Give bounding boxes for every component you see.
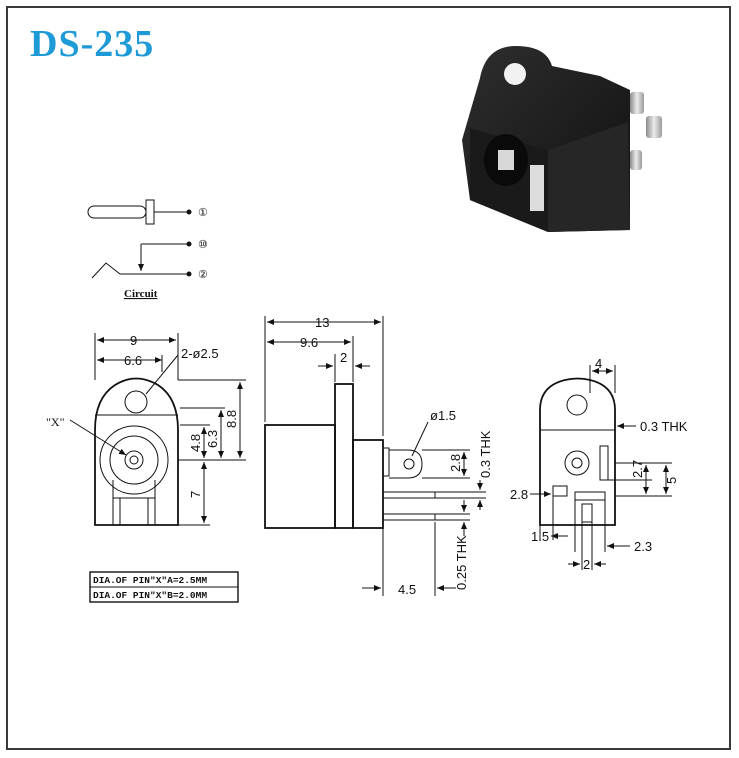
page-title: DS-235 — [30, 23, 155, 65]
dim-side-0.25-thk: 0.25 THK — [454, 535, 469, 590]
pin-table-row-b: DIA.OF PIN"X"B=2.0MM — [93, 590, 207, 601]
pin-table: DIA.OF PIN"X"A=2.5MM DIA.OF PIN"X"B=2.0M… — [89, 571, 239, 603]
product-photo — [462, 46, 662, 232]
dim-rear-2.7: 2.7 — [630, 460, 645, 478]
dim-front-6.3: 6.3 — [205, 430, 220, 448]
dim-rear-5: 5 — [664, 477, 679, 484]
terminal-top-icon — [630, 92, 644, 114]
dim-rear-0.3-thk: 0.3 THK — [640, 419, 688, 434]
dim-front-6.6: 6.6 — [124, 353, 142, 368]
front-view: 9 6.6 2-ø2.5 "X" 8.8 4.8 6.3 7 — [46, 333, 246, 526]
dim-side-13: 13 — [315, 315, 329, 330]
pin-x-label: "X" — [46, 415, 65, 429]
dim-rear-1.5: 1.5 — [531, 529, 549, 544]
dim-side-2: 2 — [340, 350, 347, 365]
dim-front-7: 7 — [188, 491, 203, 498]
dim-side-pin-dia: ø1.5 — [430, 408, 456, 423]
side-view: 13 9.6 2 ø1.5 2.8 0.3 THK 0.25 THK 4.5 — [264, 315, 493, 597]
dim-side-9.6: 9.6 — [300, 335, 318, 350]
pin-table-row-a: DIA.OF PIN"X"A=2.5MM — [93, 575, 207, 586]
dim-front-hole: 2-ø2.5 — [181, 346, 219, 361]
terminal-bottom-icon — [630, 150, 642, 170]
terminal-mid-icon — [646, 116, 662, 138]
dim-front-8.8: 8.8 — [224, 410, 239, 428]
circuit-diagram: ① ⑩ ② Circuit — [87, 199, 208, 300]
circuit-pin-10: ⑩ — [198, 239, 208, 251]
dim-rear-4: 4 — [595, 356, 602, 371]
circuit-pin-1: ① — [198, 207, 208, 219]
dim-side-0.3-thk: 0.3 THK — [478, 430, 493, 478]
dim-rear-2: 2 — [583, 557, 590, 572]
rear-view: 4 0.3 THK 2.7 5 2.8 1.5 2.3 2 — [510, 356, 688, 572]
dim-side-2.8: 2.8 — [448, 454, 463, 472]
dim-side-4.5: 4.5 — [398, 582, 416, 597]
dim-rear-2.8: 2.8 — [510, 487, 528, 502]
circuit-label: Circuit — [124, 288, 158, 300]
dim-front-4.8: 4.8 — [188, 434, 203, 452]
circuit-pin-2: ② — [198, 269, 208, 281]
dim-front-9: 9 — [130, 333, 137, 348]
dim-rear-2.3: 2.3 — [634, 539, 652, 554]
